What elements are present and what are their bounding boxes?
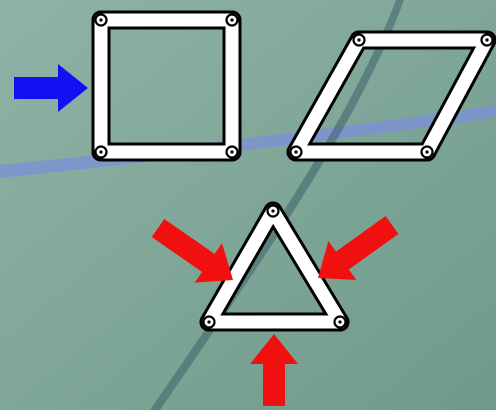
pivot-joint-icon	[268, 206, 279, 217]
pivot-joint-icon	[422, 147, 433, 158]
pivot-joint-icon	[96, 15, 107, 26]
pivot-joint-icon	[227, 15, 238, 26]
pivot-joint-icon	[335, 317, 346, 328]
pivot-joint-icon	[227, 147, 238, 158]
pivot-joint-icon	[96, 147, 107, 158]
pivot-joint-icon	[354, 35, 365, 46]
pivot-joint-icon	[204, 317, 215, 328]
pivot-joint-icon	[291, 147, 302, 158]
pivot-joint-icon	[482, 35, 493, 46]
